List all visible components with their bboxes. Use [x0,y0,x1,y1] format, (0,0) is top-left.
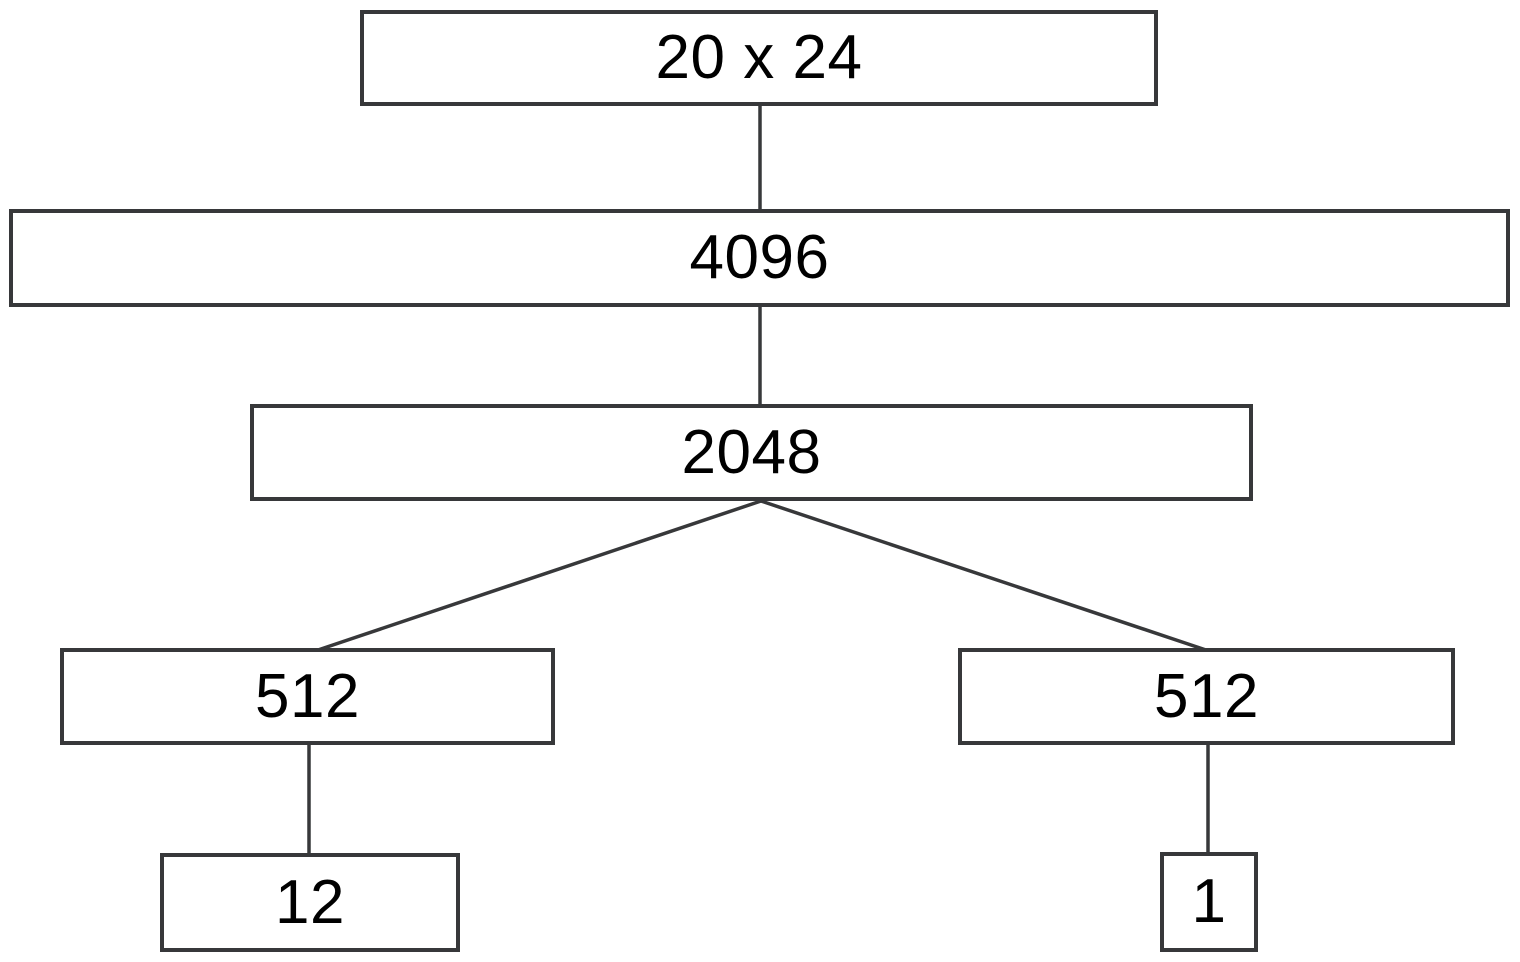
node-2048-label: 2048 [681,417,822,487]
node-input-label: 20 x 24 [655,23,863,92]
edge-2048-to-512-left [317,499,762,652]
node-input-shape[interactable]: 20 x 24 [360,10,1158,106]
node-12-output-label: 12 [275,867,345,937]
node-12-output[interactable]: 12 [160,853,460,952]
edge-2048-to-512-right [760,499,1207,652]
node-4096-label: 4096 [689,223,830,292]
node-1-output-label: 1 [1191,867,1227,936]
node-1-output[interactable]: 1 [1160,852,1258,952]
node-4096[interactable]: 4096 [9,209,1510,307]
node-512-right-label: 512 [1154,661,1259,731]
node-2048[interactable]: 2048 [250,404,1253,501]
node-512-left-label: 512 [255,661,360,731]
node-512-left[interactable]: 512 [60,648,555,745]
node-512-right[interactable]: 512 [958,648,1455,745]
